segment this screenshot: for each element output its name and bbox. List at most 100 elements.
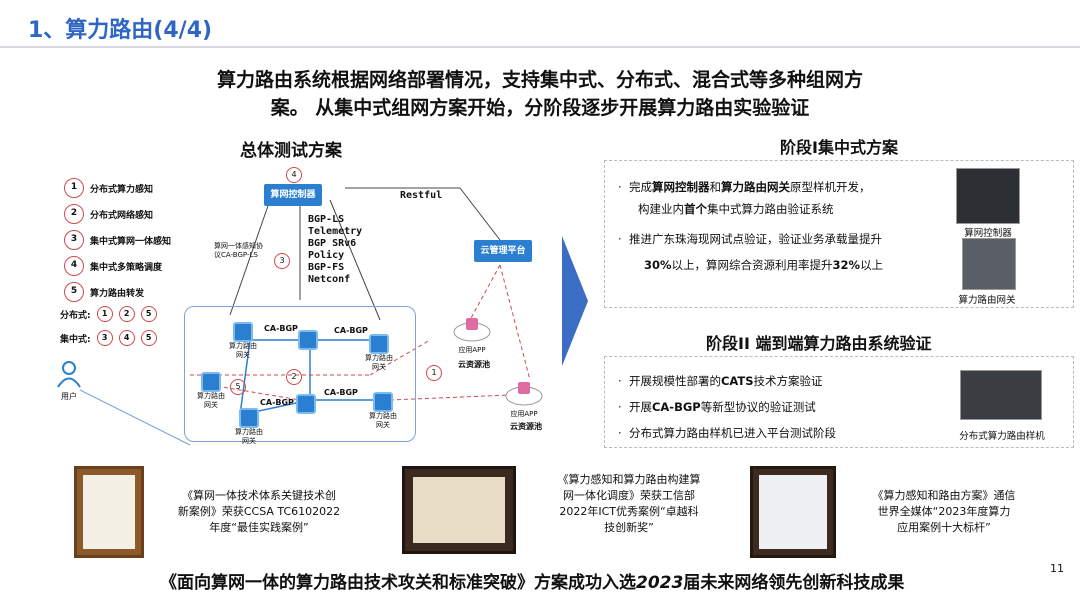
circle-4: 4 <box>286 162 302 183</box>
stage1-box <box>604 160 1074 308</box>
legend-num-circle: 2 <box>64 204 84 224</box>
text: 以上 <box>860 258 884 272</box>
protocol-item: Policy <box>308 250 345 261</box>
router-icon <box>296 394 316 414</box>
num-circle: 1 <box>426 365 442 381</box>
cloud-icon <box>505 382 543 406</box>
gateway-caption: 算力路由网关 <box>958 295 1016 306</box>
legend-label: 集中式多策略调度 <box>90 262 163 273</box>
award-certificate-2 <box>402 466 516 554</box>
num-circle: 4 <box>286 167 302 183</box>
network-frame <box>184 306 416 442</box>
stage2-bullet: · 开展CA-BGP等新型协议的验证测试 <box>618 400 816 414</box>
page-number: 11 <box>1050 562 1064 575</box>
protocol-item: BGP-FS <box>308 262 345 273</box>
app-label: 应用APP <box>458 346 486 354</box>
app-cloud-2: 应用APP <box>504 380 544 419</box>
num-circle: 1 <box>96 306 113 322</box>
stage1-bullet-cont: 构建业内首个集中式算力路由验证系统 <box>618 198 958 220</box>
ca-bgp-label: CA-BGP <box>264 324 298 333</box>
text: 2023 <box>636 573 684 593</box>
router-gateway: 算力路由 网关 <box>368 392 398 430</box>
page-title: 1、算力路由(4/4) <box>28 18 213 43</box>
app-label: 应用APP <box>510 410 538 418</box>
num-circle: 5 <box>140 330 157 346</box>
award-certificate-3 <box>750 466 836 558</box>
circle-2: 2 <box>286 364 302 385</box>
award-text-2: 《算力感知和算力路由构建算 网一体化调度》荣获工信部 2022年ICT优秀案例“… <box>557 473 701 534</box>
router-label: 算力路由 网关 <box>235 428 263 445</box>
router-gateway: 算力路由 网关 <box>228 322 258 360</box>
legend-item: 5 算力路由转发 <box>64 282 171 302</box>
text: 和 <box>709 180 721 194</box>
text: 技术方案验证 <box>753 374 823 388</box>
text: 等新型协议的验证测试 <box>700 400 816 414</box>
legend-num-circle: 5 <box>64 282 84 302</box>
headline-line-1: 算力路由系统根据网络部署情况，支持集中式、分布式、混合式等多种组网方 <box>216 69 863 91</box>
certificate-paper <box>759 475 827 549</box>
controller-caption: 算网控制器 <box>964 228 1012 239</box>
stage2-bullets: · 开展规模性部署的CATS技术方案验证 · 开展CA-BGP等新型协议的验证测… <box>618 370 948 444</box>
num-circle: 5 <box>140 306 157 322</box>
compute-network-controller: 算网控制器 <box>264 184 322 206</box>
router-gateway: 算力路由 网关 <box>364 334 394 372</box>
user-icon <box>57 361 81 388</box>
stage1-bullet: · 推进广东珠海现网试点验证，验证业务承载量提升 <box>618 232 882 246</box>
text: 《面向算网一体的算力路由技术攻关和标准突破》方案成功入选 <box>160 573 636 593</box>
stage1-bullets: · 完成算网控制器和算力路由网关原型样机开发， 构建业内首个集中式算力路由验证系… <box>618 176 958 276</box>
cloud-management-platform: 云管理平台 <box>474 240 532 262</box>
router-icon <box>239 408 259 428</box>
router-label: 算力路由 网关 <box>365 354 393 371</box>
num-circle: 3 <box>274 253 290 269</box>
text: 首个 <box>684 202 707 216</box>
ca-bgp-label: CA-BGP <box>260 398 294 407</box>
text: CA-BGP <box>651 400 701 414</box>
restful-label: Restful <box>400 190 443 201</box>
app-cloud-1: 应用APP <box>452 316 492 355</box>
headline-line-2: 案。 从集中式组网方案开始，分阶段逐步开展算力路由实验验证 <box>270 97 810 119</box>
stage1-bullet-cont: 30%以上，算网综合资源利用率提升32%以上 <box>618 254 958 276</box>
router-gateway: 算力路由 网关 <box>196 372 226 410</box>
router-icon <box>201 372 221 392</box>
user: 用户 <box>56 360 82 401</box>
stage1-bullet: · 完成算网控制器和算力路由网关原型样机开发， <box>618 180 871 194</box>
router-icon <box>369 334 389 354</box>
user-label: 用户 <box>61 392 77 401</box>
text: 算网控制器 <box>651 180 710 194</box>
distributed-router-photo <box>960 370 1042 420</box>
award-text-1: 《算网一体技术体系关键技术创 新案例》荣获CCSA TC6102022 年度“最… <box>177 489 341 534</box>
gateway-photo <box>962 238 1016 290</box>
headline: 算力路由系统根据网络部署情况，支持集中式、分布式、混合式等多种组网方 案。 从集… <box>110 66 970 122</box>
text: 届未来网络领先创新科技成果 <box>683 573 905 593</box>
footer-text: 《面向算网一体的算力路由技术攻关和标准突破》方案成功入选2023届未来网络领先创… <box>160 568 904 593</box>
centralized-row: 集中式: 3 4 5 <box>60 330 157 346</box>
router <box>296 394 316 414</box>
centralized-label: 集中式: <box>60 334 91 345</box>
ca-bgp-label: CA-BGP <box>334 326 368 335</box>
num-circle: 4 <box>118 330 135 346</box>
award-text-3: 《算力感知和路由方案》通信 世界全媒体“2023年度算力 应用案例十大标杆” <box>872 489 1016 534</box>
text: 算力路由网关 <box>720 180 790 194</box>
legend-label: 算力路由转发 <box>90 288 145 299</box>
router-label: 算力路由 网关 <box>197 392 225 409</box>
legend-label: 分布式算力感知 <box>90 184 154 195</box>
protocol-list: BGP-LS Telemetry BGP SRv6 Policy BGP-FS … <box>308 214 362 286</box>
ca-bgp-ls-note: 算网一体感知协 议CA-BGP-LS <box>214 242 263 259</box>
arrow-right-icon <box>562 236 588 366</box>
text: 以上，算网综合资源利用率提升 <box>671 258 833 272</box>
text: 完成 <box>628 180 652 194</box>
legend-num-circle: 3 <box>64 230 84 250</box>
router-label: 算力路由 网关 <box>229 342 257 359</box>
router-icon <box>373 392 393 412</box>
text: 推进广东珠海现网试点验证，验证业务承载量提升 <box>628 232 882 246</box>
protocol-item: Telemetry <box>308 226 363 237</box>
num-circle: 2 <box>286 369 302 385</box>
cloud-icon <box>453 318 491 342</box>
stage1-title: 阶段I集中式方案 <box>780 138 898 157</box>
distributed-label: 分布式: <box>60 310 91 321</box>
title-divider <box>0 46 1080 48</box>
